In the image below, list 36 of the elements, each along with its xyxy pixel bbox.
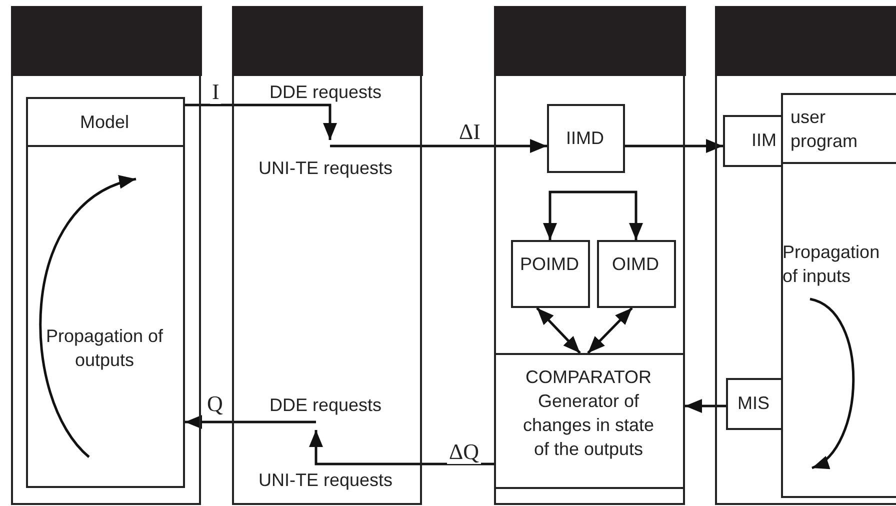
node-text: Propagation of inputs [782, 240, 881, 288]
module-box [722, 114, 782, 166]
node-title: IIMD [565, 126, 605, 150]
arrow [543, 190, 643, 240]
node-title: UNI-TE requests [257, 156, 394, 180]
program-panel [780, 92, 896, 498]
node-title: MIS [736, 392, 770, 414]
arrow [587, 307, 633, 354]
node-text: Propagation of outputs [44, 324, 164, 372]
arrow [185, 104, 337, 140]
node-title: UNI-TE requests [257, 468, 394, 492]
arrow [330, 139, 547, 153]
node-title: POIMD [518, 252, 580, 276]
column-panel [715, 6, 896, 505]
module-box [510, 240, 590, 308]
node-text: Generator of changes in state of the outputs [522, 390, 656, 460]
arrow [309, 430, 494, 466]
arrow [185, 415, 316, 429]
comparator-box [494, 352, 684, 488]
node-title: IIM [750, 128, 776, 152]
arrow [625, 139, 723, 153]
column-panel [11, 6, 201, 505]
node-title: DDE requests [268, 394, 383, 416]
column-panel [232, 6, 422, 505]
node-title: COMPARATOR [524, 366, 652, 388]
module-box [726, 378, 782, 430]
arrow [536, 307, 581, 354]
node-title: Model [78, 110, 130, 134]
node-title: DDE requests [268, 80, 383, 104]
column-panel [494, 6, 685, 505]
module-box [546, 104, 624, 172]
node-title: user program [790, 106, 859, 152]
node-title: OIMD [611, 252, 660, 276]
module-box [596, 240, 676, 308]
arrow [685, 399, 726, 413]
model-panel [26, 96, 184, 488]
